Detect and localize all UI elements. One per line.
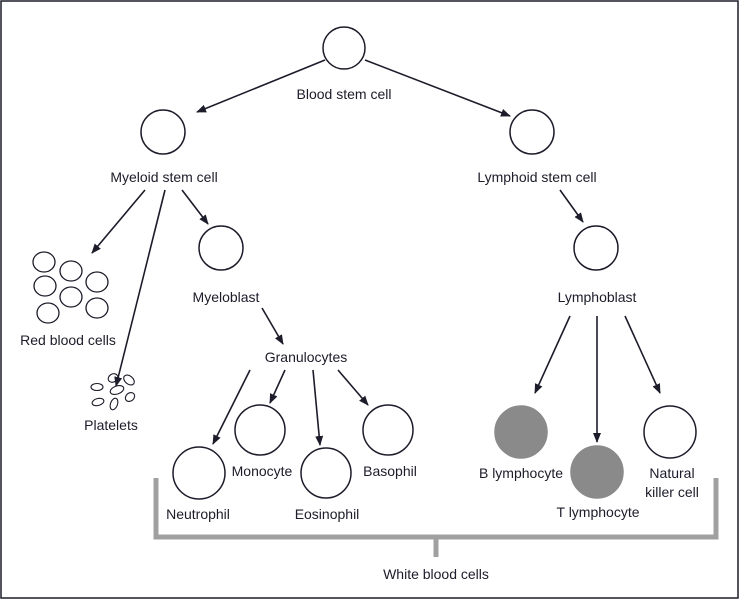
myeloid-stem-cell-label: Myeloid stem cell bbox=[110, 169, 217, 185]
natural-killer-label-line2: killer cell bbox=[645, 484, 699, 500]
neutrophil-label: Neutrophil bbox=[166, 506, 230, 522]
arrow-myeloblast-to-granulocytes bbox=[261, 307, 284, 345]
arrow-myeloid-to-myeloblast bbox=[181, 189, 209, 225]
eosinophil-circle bbox=[300, 447, 352, 499]
white-blood-cells-label: White blood cells bbox=[383, 566, 489, 582]
arrow-stem-to-lymphoid bbox=[364, 59, 511, 117]
t-lymphocyte-label: T lymphocyte bbox=[557, 504, 640, 520]
white-blood-cells-bracket bbox=[153, 478, 719, 557]
monocyte-label: Monocyte bbox=[232, 463, 293, 479]
arrow-to-natural-killer bbox=[624, 315, 661, 394]
platelets-icon bbox=[90, 373, 136, 411]
arrow-myeloid-to-rbc bbox=[91, 189, 146, 254]
arrow-stem-to-myeloid bbox=[196, 59, 326, 113]
arrows bbox=[91, 59, 661, 446]
arrow-to-neutrophil bbox=[212, 369, 251, 445]
basophil-circle bbox=[362, 404, 414, 456]
eosinophil-label: Eosinophil bbox=[295, 506, 360, 522]
natural-killer-cell-circle bbox=[643, 405, 697, 459]
arrow-to-monocyte bbox=[269, 369, 286, 404]
arrow-to-basophil bbox=[337, 369, 369, 406]
arrow-myeloid-to-platelets bbox=[114, 189, 166, 387]
myeloid-stem-cell-circle bbox=[140, 109, 186, 155]
arrow-to-eosinophil bbox=[312, 369, 324, 446]
lymphoid-stem-cell-circle bbox=[509, 109, 555, 155]
lymphoblast-circle bbox=[573, 225, 619, 271]
lymphoid-stem-cell-label: Lymphoid stem cell bbox=[477, 169, 596, 185]
basophil-label: Basophil bbox=[363, 463, 417, 479]
b-lymphocyte-label: B lymphocyte bbox=[479, 465, 563, 481]
granulocytes-label: Granulocytes bbox=[265, 349, 347, 365]
b-lymphocyte-circle bbox=[494, 405, 548, 459]
myeloblast-label: Myeloblast bbox=[193, 289, 260, 305]
lymphoblast-label: Lymphoblast bbox=[558, 289, 637, 305]
arrow-lymphoid-to-lymphoblast bbox=[559, 189, 584, 223]
arrow-to-b-lymphocyte bbox=[534, 315, 571, 394]
red-blood-cells-label: Red blood cells bbox=[20, 332, 116, 348]
natural-killer-label-line1: Natural bbox=[649, 465, 694, 481]
blood-stem-cell-circle bbox=[322, 26, 366, 70]
neutrophil-circle bbox=[172, 446, 226, 500]
platelets-label: Platelets bbox=[84, 417, 138, 433]
t-lymphocyte-circle bbox=[570, 445, 624, 499]
myeloblast-circle bbox=[198, 225, 244, 271]
monocyte-circle bbox=[234, 404, 286, 456]
blood-stem-cell-label: Blood stem cell bbox=[297, 86, 392, 102]
red-blood-cells-icon bbox=[32, 251, 109, 324]
